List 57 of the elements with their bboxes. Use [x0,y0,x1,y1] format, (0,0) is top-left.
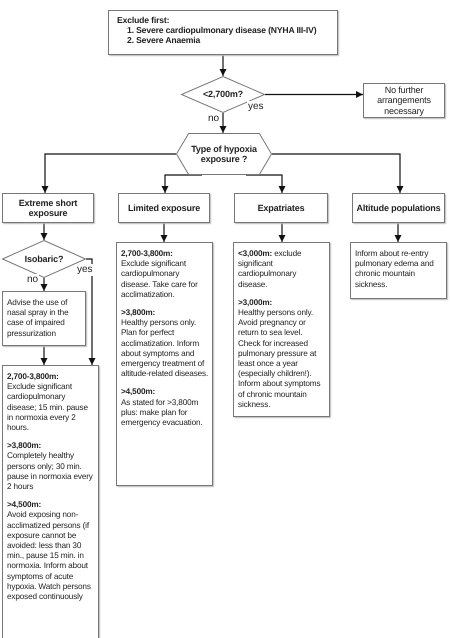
arrow [220,55,226,76]
arrow [246,174,286,193]
edge-label: yes [76,264,94,276]
heading-text: >3,800m: [7,441,42,452]
arrow [160,223,168,242]
process-box [233,242,330,417]
arrow [278,223,286,242]
heading-text: >3,000m: [238,298,274,308]
arrow [394,223,402,242]
body-text: <3,000m: exclude significant cardiopulmonary disease. [238,249,302,290]
process-box [352,193,445,223]
decision-hexagon [176,133,272,175]
process-box [108,10,338,55]
heading-text: <2,700m? [202,89,244,100]
heading-text: >3,800m: [121,308,156,318]
arrow [86,258,96,365]
heading-text: >4,500m: [121,387,156,398]
arrow [265,91,363,98]
body-text: Healthy persons only. Avoid pregnancy or return to sea level. Check for increased pulmonary pressure at least once a year (especially children!). Inform about symptoms of chronic mountain sickness. [238,308,322,410]
process-box [116,242,213,486]
arrow [40,278,48,291]
body-text: As stated for >3,800m plus: make plan for emergency evacuation. [121,398,204,428]
body-text: Healthy persons only. Plan for perfect acclimatization. Inform about symptoms and emergency treatment of altitude-related diseases. [121,318,209,380]
arrow [272,153,404,193]
body-text: Advise the use of nasal spray in the case of impaired pressurization [7,298,70,339]
heading-text: Exclude first: [117,15,170,26]
heading-text: 1. Severe cardiopulmonary disease (NYHA III-IV) [126,25,318,36]
arrow [220,113,226,133]
body-text: Inform about re-entry pulmonary edema and chronic mountain sickness. [355,249,435,290]
heading-text: Isobaric? [24,254,64,264]
process-box [350,242,447,299]
arrow [40,223,48,240]
heading-text: Expatriates [258,202,304,214]
heading-text: Type of hypoxia exposure ? [190,144,258,164]
arrow [42,153,176,193]
body-text: Exclude significant cardiopulmonary disease; 15 min. pause in normoxia every 2 hours. [7,382,89,434]
heading-text: Altitude populations [356,202,440,214]
process-box [2,193,94,223]
decision-diamond [181,76,265,113]
process-box [2,365,99,638]
heading-text: 2,700-3,800m: [121,249,174,260]
arrow [162,174,202,193]
body-text: Avoid exposing non-acclimatized persons (if exposure cannot be avoided: less than 30 min., pause 15 min. in normoxia. Inform about symptoms of acute hypoxia. Watch persons exposed continuously [7,510,92,602]
process-box [118,193,210,223]
heading-text: Limited exposure [128,202,200,214]
body-text: No further arrangements necessary [376,84,432,116]
body-text: Completely healthy persons only; 30 min. pause in normoxia every 2 hours [7,451,94,492]
edge-label: yes [247,101,265,113]
heading-text: Extreme short exposure [18,198,78,218]
heading-text: >4,500m: [7,500,42,510]
process-box [363,83,445,118]
heading-text: 2. Severe Anaemia [126,35,202,46]
body-text: Exclude significant cardiopulmonary disease. Take care for acclimatization. [121,259,199,300]
process-box [234,193,328,223]
heading-text: 2,700-3,800m: [7,372,60,382]
arrow [40,346,48,365]
process-box [2,291,86,346]
